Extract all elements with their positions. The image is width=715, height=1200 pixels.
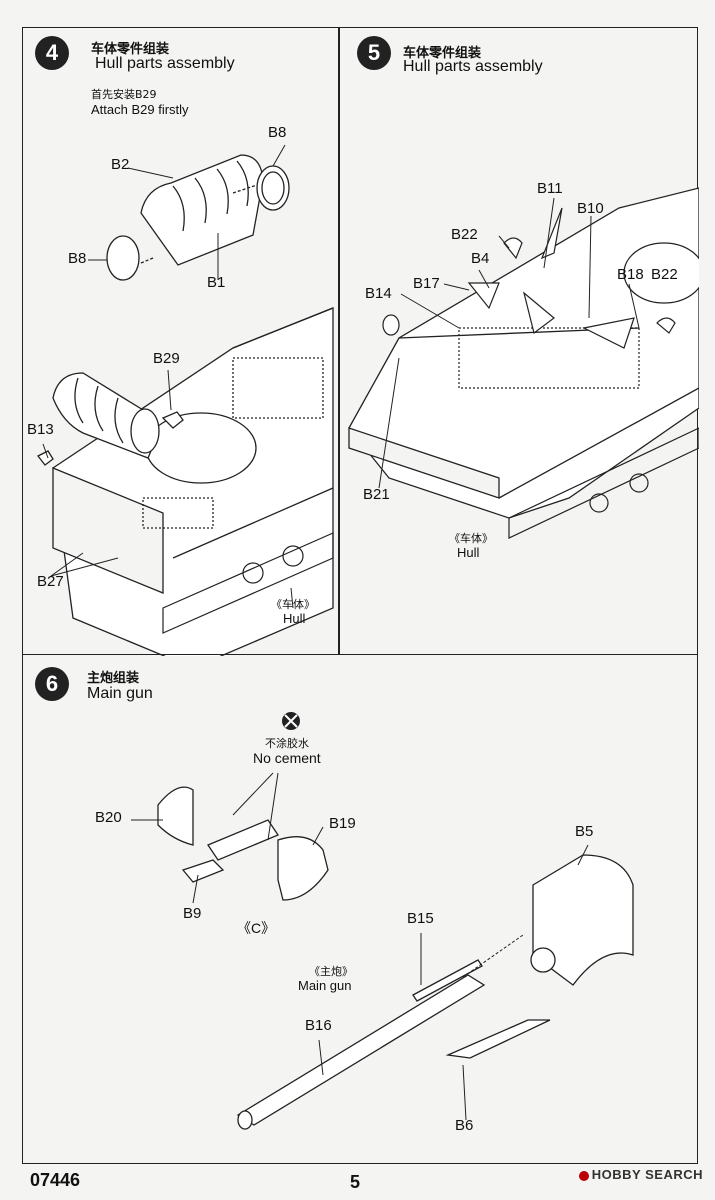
part-label: B16 <box>305 1017 332 1034</box>
part-label: B5 <box>575 823 594 840</box>
page-number: 5 <box>350 1172 361 1192</box>
step-title-en: Main gun <box>87 685 153 702</box>
part-label: B19 <box>329 815 356 832</box>
part-label: B29 <box>153 350 180 367</box>
step-title-en: Hull parts assembly <box>403 58 543 75</box>
part-label: B27 <box>37 573 64 590</box>
part-label: B13 <box>27 421 54 438</box>
hull-label-en: Hull <box>457 545 480 560</box>
step-title-en: Hull parts assembly <box>95 55 235 72</box>
gun-label-cn: 《主炮》 <box>309 965 353 978</box>
step-4-illustration <box>37 144 334 656</box>
product-code: 07446 <box>30 1170 81 1190</box>
step-4-panel: 4 车体零件组装 Hull parts assembly 首先安装B29 Att… <box>22 27 340 656</box>
part-label: B4 <box>471 250 490 267</box>
step-6-illustration <box>131 712 634 1130</box>
part-label: B10 <box>577 200 604 217</box>
hull-label-en: Hull <box>283 611 306 626</box>
part-label: B15 <box>407 910 434 927</box>
step-number: 6 <box>35 667 69 701</box>
part-label: B9 <box>183 905 202 922</box>
part-label: B6 <box>455 1117 474 1134</box>
brand-logo: HOBBY SEARCH <box>578 1167 703 1182</box>
step-note-cn: 首先安装B29 <box>91 88 157 101</box>
step-title-cn: 主炮组装 <box>87 671 140 686</box>
step-5-panel: 5 车体零件组装 Hull parts assembly B11 B10 B22… <box>338 27 699 655</box>
hull-label-cn: 《车体》 <box>271 598 315 611</box>
step-note-en: Attach B29 firstly <box>91 102 189 117</box>
step-title-cn: 车体零件组装 <box>91 42 170 57</box>
part-label: B21 <box>363 486 390 503</box>
brand-text: HOBBY SEARCH <box>591 1167 703 1182</box>
part-label: B22 <box>651 266 678 283</box>
step-number: 4 <box>35 36 69 70</box>
hull-label-cn: 《车体》 <box>449 532 493 545</box>
part-label: B11 <box>537 180 563 197</box>
ref-label: 《C》 <box>237 920 276 936</box>
no-cement-en: No cement <box>253 750 321 766</box>
part-label: B8 <box>268 124 287 141</box>
step-5-illustration <box>348 187 699 539</box>
part-label: B22 <box>451 226 478 243</box>
no-cement-cn: 不涂胶水 <box>265 737 309 750</box>
no-cement-icon <box>282 712 300 730</box>
part-label: B20 <box>95 809 122 826</box>
step-6-panel: 6 主炮组装 Main gun 不涂胶水 No cement B20 B19 B… <box>22 654 698 1164</box>
brand-icon <box>578 1170 589 1181</box>
part-label: B1 <box>207 274 226 291</box>
step-number: 5 <box>357 36 391 70</box>
part-label: B14 <box>365 285 392 302</box>
gun-label-en: Main gun <box>298 978 352 993</box>
part-label: B17 <box>413 275 440 292</box>
part-label: B2 <box>111 156 130 173</box>
part-label: B8 <box>68 250 87 267</box>
step-title-cn: 车体零件组装 <box>403 46 482 61</box>
part-label: B18 <box>617 266 644 283</box>
